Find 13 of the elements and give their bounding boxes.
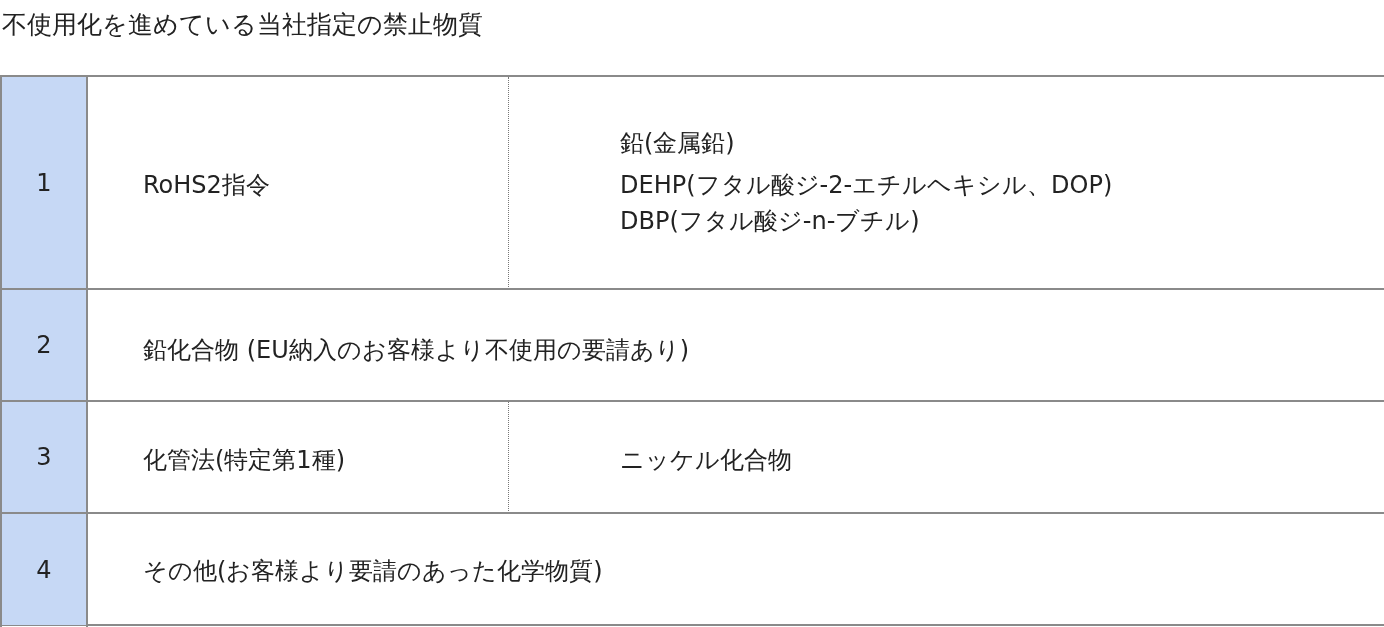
item-label: 鉛化合物 (EU納入のお客様より不使用の要請あり) — [143, 335, 690, 365]
row-number-cell: 3 — [2, 402, 86, 512]
row-number-cell: 2 — [2, 290, 86, 400]
substance-label: ニッケル化合物 — [620, 445, 792, 475]
row-number-cell: 1 — [2, 77, 86, 288]
title: 不使用化を進めている当社指定の禁止物質 — [2, 10, 483, 40]
regulation-label: RoHS2指令 — [143, 170, 270, 200]
item-label: その他(お客様より要請のあった化学物質) — [143, 556, 603, 586]
substance-label: 鉛(金属鉛) — [620, 128, 735, 158]
regulation-label: 化管法(特定第1種) — [143, 445, 345, 475]
row-number-cell: 4 — [2, 514, 86, 625]
substance-label: DEHP(フタル酸ジ-2-エチルヘキシル、DOP) — [620, 170, 1113, 200]
substance-label: DBP(フタル酸ジ-n-ブチル) — [620, 206, 920, 236]
